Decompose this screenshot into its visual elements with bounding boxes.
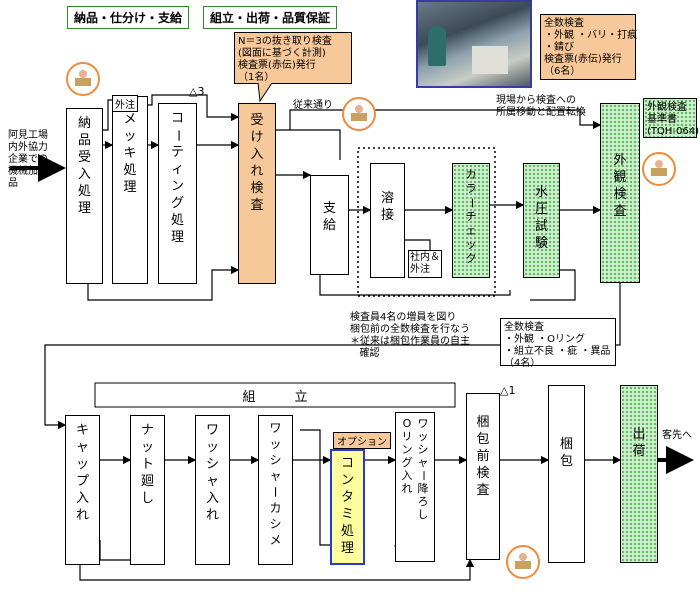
inspector-icon	[506, 545, 540, 579]
header-assembly: 組立・出荷・品質保証	[203, 6, 338, 29]
vertical-label: メッキ処理	[123, 112, 137, 195]
box-gaikan: 外観検査	[600, 103, 640, 283]
box-coating: コーティング処理	[158, 103, 197, 284]
assembly-title: 組 立	[242, 390, 308, 405]
vertical-label: キャップ入れ	[75, 423, 89, 523]
inspector-icon	[66, 62, 100, 96]
vertical-label: 受け入れ検査	[250, 113, 264, 213]
vertical-label: 出荷	[632, 427, 646, 459]
box-washer: ワッシャ入れ	[195, 415, 230, 565]
header-supply: 納品・仕分け・支給	[67, 6, 190, 29]
callout-konpo: 全数検査 ・外観 ・Oリング ・組立不良 ・疵 ・異品 （4名）	[500, 318, 616, 369]
vertical-label: コンタミ処理	[340, 456, 354, 556]
vertical-label: ワッシャ入れ	[205, 423, 219, 523]
vertical-label: コーティング処理	[169, 111, 185, 245]
input-label: 阿見工場 内外協力 企業での 機械加工 品	[8, 130, 48, 189]
tag-inhouse: 社内＆ 外注	[408, 250, 442, 278]
vertical-label: 納品受入処理	[77, 116, 91, 216]
inspector-icon	[642, 152, 676, 186]
mark-triangle3: △3	[189, 85, 205, 98]
box-yosetsu: 溶接	[370, 163, 405, 278]
factory-photo	[416, 0, 532, 88]
box-contami: コンタミ処理	[330, 449, 365, 565]
box-shukka: 出荷	[620, 385, 658, 563]
box-nouhin: 納品受入処理	[66, 108, 103, 284]
vertical-label: 溶接	[380, 191, 394, 223]
callout-ukeire-pointer	[257, 83, 273, 103]
vertical-label: 外観検査	[613, 153, 627, 219]
box-konpo: 梱包	[548, 385, 585, 563]
box-nut: ナット廻し	[130, 415, 165, 565]
tag-option: オプション	[333, 432, 391, 449]
box-suiatsu: 水圧試験	[523, 163, 560, 278]
vertical-label: 梱包	[559, 437, 573, 469]
note-juurai: 従来通り	[293, 100, 333, 111]
box-konpo-mae: 梱包前検査	[466, 393, 500, 560]
note-genba: 現場から検査への 所属移動と配置転換	[496, 95, 586, 118]
callout-ukeire: N＝3の抜き取り検査 (図面に基づく計測) 検査票(赤伝)発行 （1名）	[234, 32, 352, 84]
box-shikyu: 支給	[310, 175, 349, 275]
vertical-label: カラーチェック	[465, 168, 478, 265]
box-mekki: メッキ処理	[112, 96, 148, 284]
vertical-label: ワッシャーカシメ	[268, 421, 283, 547]
vertical-label: 水圧試験	[534, 185, 548, 251]
vertical-label: 梱包前検査	[476, 415, 490, 498]
label-customer: 客先へ	[662, 430, 692, 441]
washer-down-col2: ワッシャー降ろし	[416, 417, 430, 521]
mark-triangle1: △1	[500, 384, 516, 397]
vertical-label: ナット廻し	[140, 423, 154, 506]
tag-outsource: 外注	[112, 95, 138, 112]
note-staff: 検査員4名の増員を図り 梱包前の全数検査を行なう ＊従来は梱包作業員の自主 確認	[350, 312, 470, 359]
box-color-check: カラーチェック	[452, 163, 490, 278]
box-cap: キャップ入れ	[65, 415, 100, 565]
box-kashime: ワッシャーカシメ	[258, 415, 293, 565]
callout-gaikan: 全数検査 ・外観 ・バリ・打痕 ・錆び 検査票(赤伝)発行 （6名）	[540, 14, 637, 80]
box-ukeire: 受け入れ検査	[238, 103, 276, 284]
callout-gaikan-standard: 外観検査 基準書 (TQH-064)	[643, 98, 699, 138]
vertical-label: 支給	[322, 201, 336, 233]
inspector-icon	[342, 97, 376, 131]
